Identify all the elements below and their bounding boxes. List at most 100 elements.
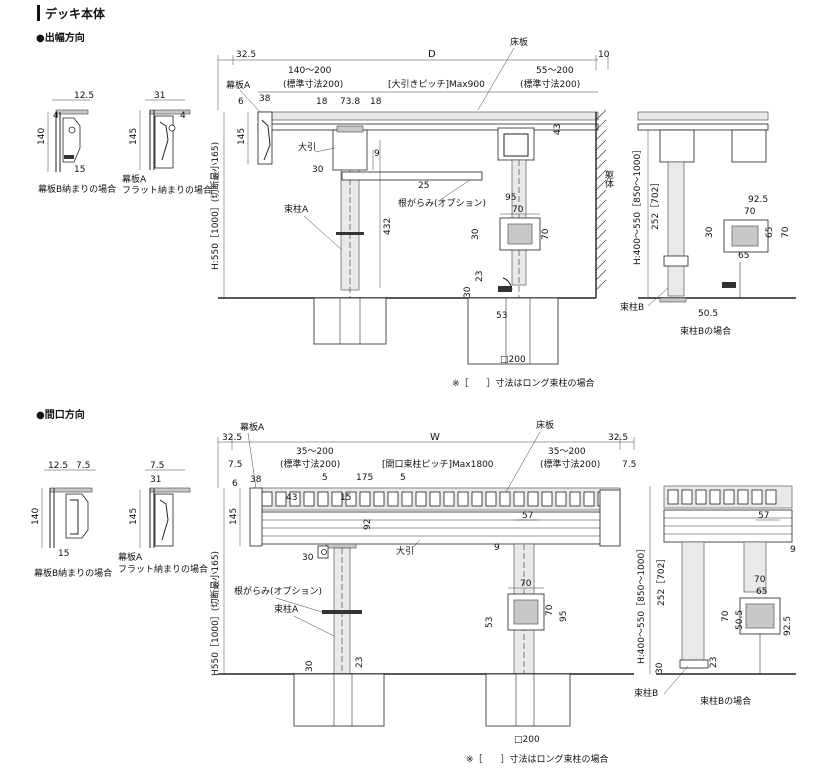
dim-23b: 23: [355, 657, 365, 668]
dim-35-200b: 35～200: [548, 447, 586, 457]
label-floor-board-b: 床板: [536, 419, 554, 431]
dim-175: 175: [356, 473, 373, 483]
dim-53b: 53: [485, 617, 495, 628]
caption-post-b-b: 束柱Bの場合: [700, 695, 751, 707]
label-beam-b: 大引: [396, 545, 414, 557]
dim-38: 38: [259, 94, 271, 104]
top-right-post-b: H:400～550［850～1000］ 252［702］ 92.5 70 30 …: [620, 111, 796, 337]
dim-70a: 70: [512, 205, 524, 215]
dim-31: 31: [154, 91, 165, 101]
label-post-a: 束柱A: [284, 203, 309, 215]
dim-18b: 18: [370, 97, 382, 107]
dim-70d: 70: [545, 604, 555, 616]
dim-70b-right: 70: [781, 226, 791, 238]
dim-6: 6: [238, 97, 244, 107]
dim-73-8: 73.8: [340, 97, 360, 107]
deck-boards-row: [257, 487, 621, 511]
bottom-heading: ●間口方向: [36, 408, 85, 421]
dim-43: 43: [553, 124, 563, 135]
section-title-bar: [37, 5, 40, 21]
dim-15b: 15: [58, 549, 69, 559]
dim-200b: □200: [514, 735, 540, 745]
dim-9: 9: [374, 149, 380, 159]
dim-15c: 15: [340, 493, 351, 503]
dim-252: 252［702］: [650, 178, 661, 230]
dim-140-200: 140～200: [288, 66, 332, 76]
dim-32-5: 32.5: [236, 50, 256, 60]
label-post-b: 束柱B: [620, 301, 644, 313]
label-floor-board: 床板: [510, 36, 528, 48]
dim-38b: 38: [250, 475, 262, 485]
label-skirt-board: 根がらみ(オプション): [398, 197, 486, 209]
bottom-right-post-b: 57 9 H:400～550［850～1000］ 252［702］ 70 65 …: [634, 485, 796, 707]
dim-92-5: 92.5: [748, 195, 768, 205]
inset-caption-b2: フラット納まりの場合: [118, 563, 208, 575]
dim-6b: 6: [232, 479, 238, 489]
dim-25: 25: [418, 181, 429, 191]
dim-height-b: H550［1000］(切断最小165): [209, 551, 221, 676]
dim-70f: 70: [721, 610, 731, 622]
label-post-b-b: 束柱B: [634, 687, 658, 699]
dim-43b: 43: [286, 493, 297, 503]
dim-140: 140: [37, 128, 47, 145]
dim-9c: 9: [790, 545, 796, 555]
dim-30b: 30: [471, 228, 481, 240]
dim-height: H:550［1000］(切断最小165): [209, 142, 221, 270]
dim-D: D: [428, 49, 436, 60]
dim-55-200: 55～200: [536, 66, 574, 76]
dim-5a: 5: [322, 473, 328, 483]
dim-65: 65: [765, 227, 775, 238]
dim-15: 15: [74, 165, 85, 175]
dim-50-5b: 50.5: [735, 610, 745, 630]
dim-7-5a: 7.5: [228, 460, 242, 470]
dim-70: 70: [744, 207, 756, 217]
dim-23c: 23: [709, 657, 719, 668]
dim-145: 145: [129, 128, 139, 145]
dim-35-200a: 35～200: [296, 447, 334, 457]
dim-57b: 57: [758, 511, 769, 521]
dim-95b: 95: [559, 611, 569, 622]
dim-7-5b: 7.5: [150, 461, 164, 471]
dim-31b: 31: [150, 475, 161, 485]
top-note: ※［ ］寸法はロング束柱の場合: [452, 377, 595, 389]
dim-145b: 145: [129, 508, 139, 525]
bottom-inset-fascia-a: 7.5 31 145 幕板A フラット納まりの場合: [118, 461, 208, 575]
dim-W: W: [430, 432, 440, 443]
label-fascia-a: 幕板A: [226, 79, 251, 91]
dim-4b: 4: [180, 111, 186, 121]
dim-right-height-b: H:400～550［850～1000］: [636, 544, 647, 664]
dim-30: 30: [312, 165, 324, 175]
label-skirt-b: 根がらみ(オプション): [234, 585, 322, 597]
inset-caption-b1: 幕板A: [118, 551, 143, 563]
dim-70b: 70: [541, 228, 551, 240]
dim-145c: 145: [229, 508, 239, 525]
dim-12-5: 12.5: [74, 91, 94, 101]
bottom-main-drawing: 32.5 W 32.5 35～200 (標準寸法200) [開口束柱ピッチ]Ma…: [209, 419, 636, 745]
dim-252b: 252［702］: [656, 554, 667, 606]
dim-50-5: 50.5: [698, 309, 718, 319]
dim-18a: 18: [316, 97, 328, 107]
dim-65c: 65: [756, 587, 767, 597]
dim-9b: 9: [494, 543, 500, 553]
top-inset-fascia-a: 31 4 145 幕板A フラット納まりの場合: [122, 91, 212, 196]
dim-95: 95: [505, 193, 516, 203]
top-heading: ●出幅方向: [36, 31, 85, 44]
dim-30d: 30: [302, 553, 314, 563]
dim-10: 10: [598, 50, 610, 60]
dim-30c: 30: [463, 286, 473, 298]
dim-std-left-b: (標準寸法200): [280, 458, 340, 470]
top-inset-fascia-b: 12.5 4 140 15 幕板B納まりの場合: [37, 91, 116, 195]
inset-caption: 幕板B納まりの場合: [38, 183, 116, 195]
dim-pitch-b: [開口束柱ピッチ]Max1800: [382, 458, 494, 470]
dim-57: 57: [522, 511, 533, 521]
dim-right-height: H:400～550［850～1000］: [632, 145, 643, 265]
dim-std-left: (標準寸法200): [283, 78, 343, 90]
dim-32-5b: 32.5: [608, 433, 628, 443]
caption-post-b: 束柱Bの場合: [680, 325, 731, 337]
dim-70c: 70: [520, 579, 532, 589]
dim-65b: 65: [738, 251, 749, 261]
inset-caption-1: 幕板A: [122, 173, 147, 185]
dim-432: 432: [383, 218, 393, 235]
inset-caption-b: 幕板B納まりの場合: [34, 567, 112, 579]
